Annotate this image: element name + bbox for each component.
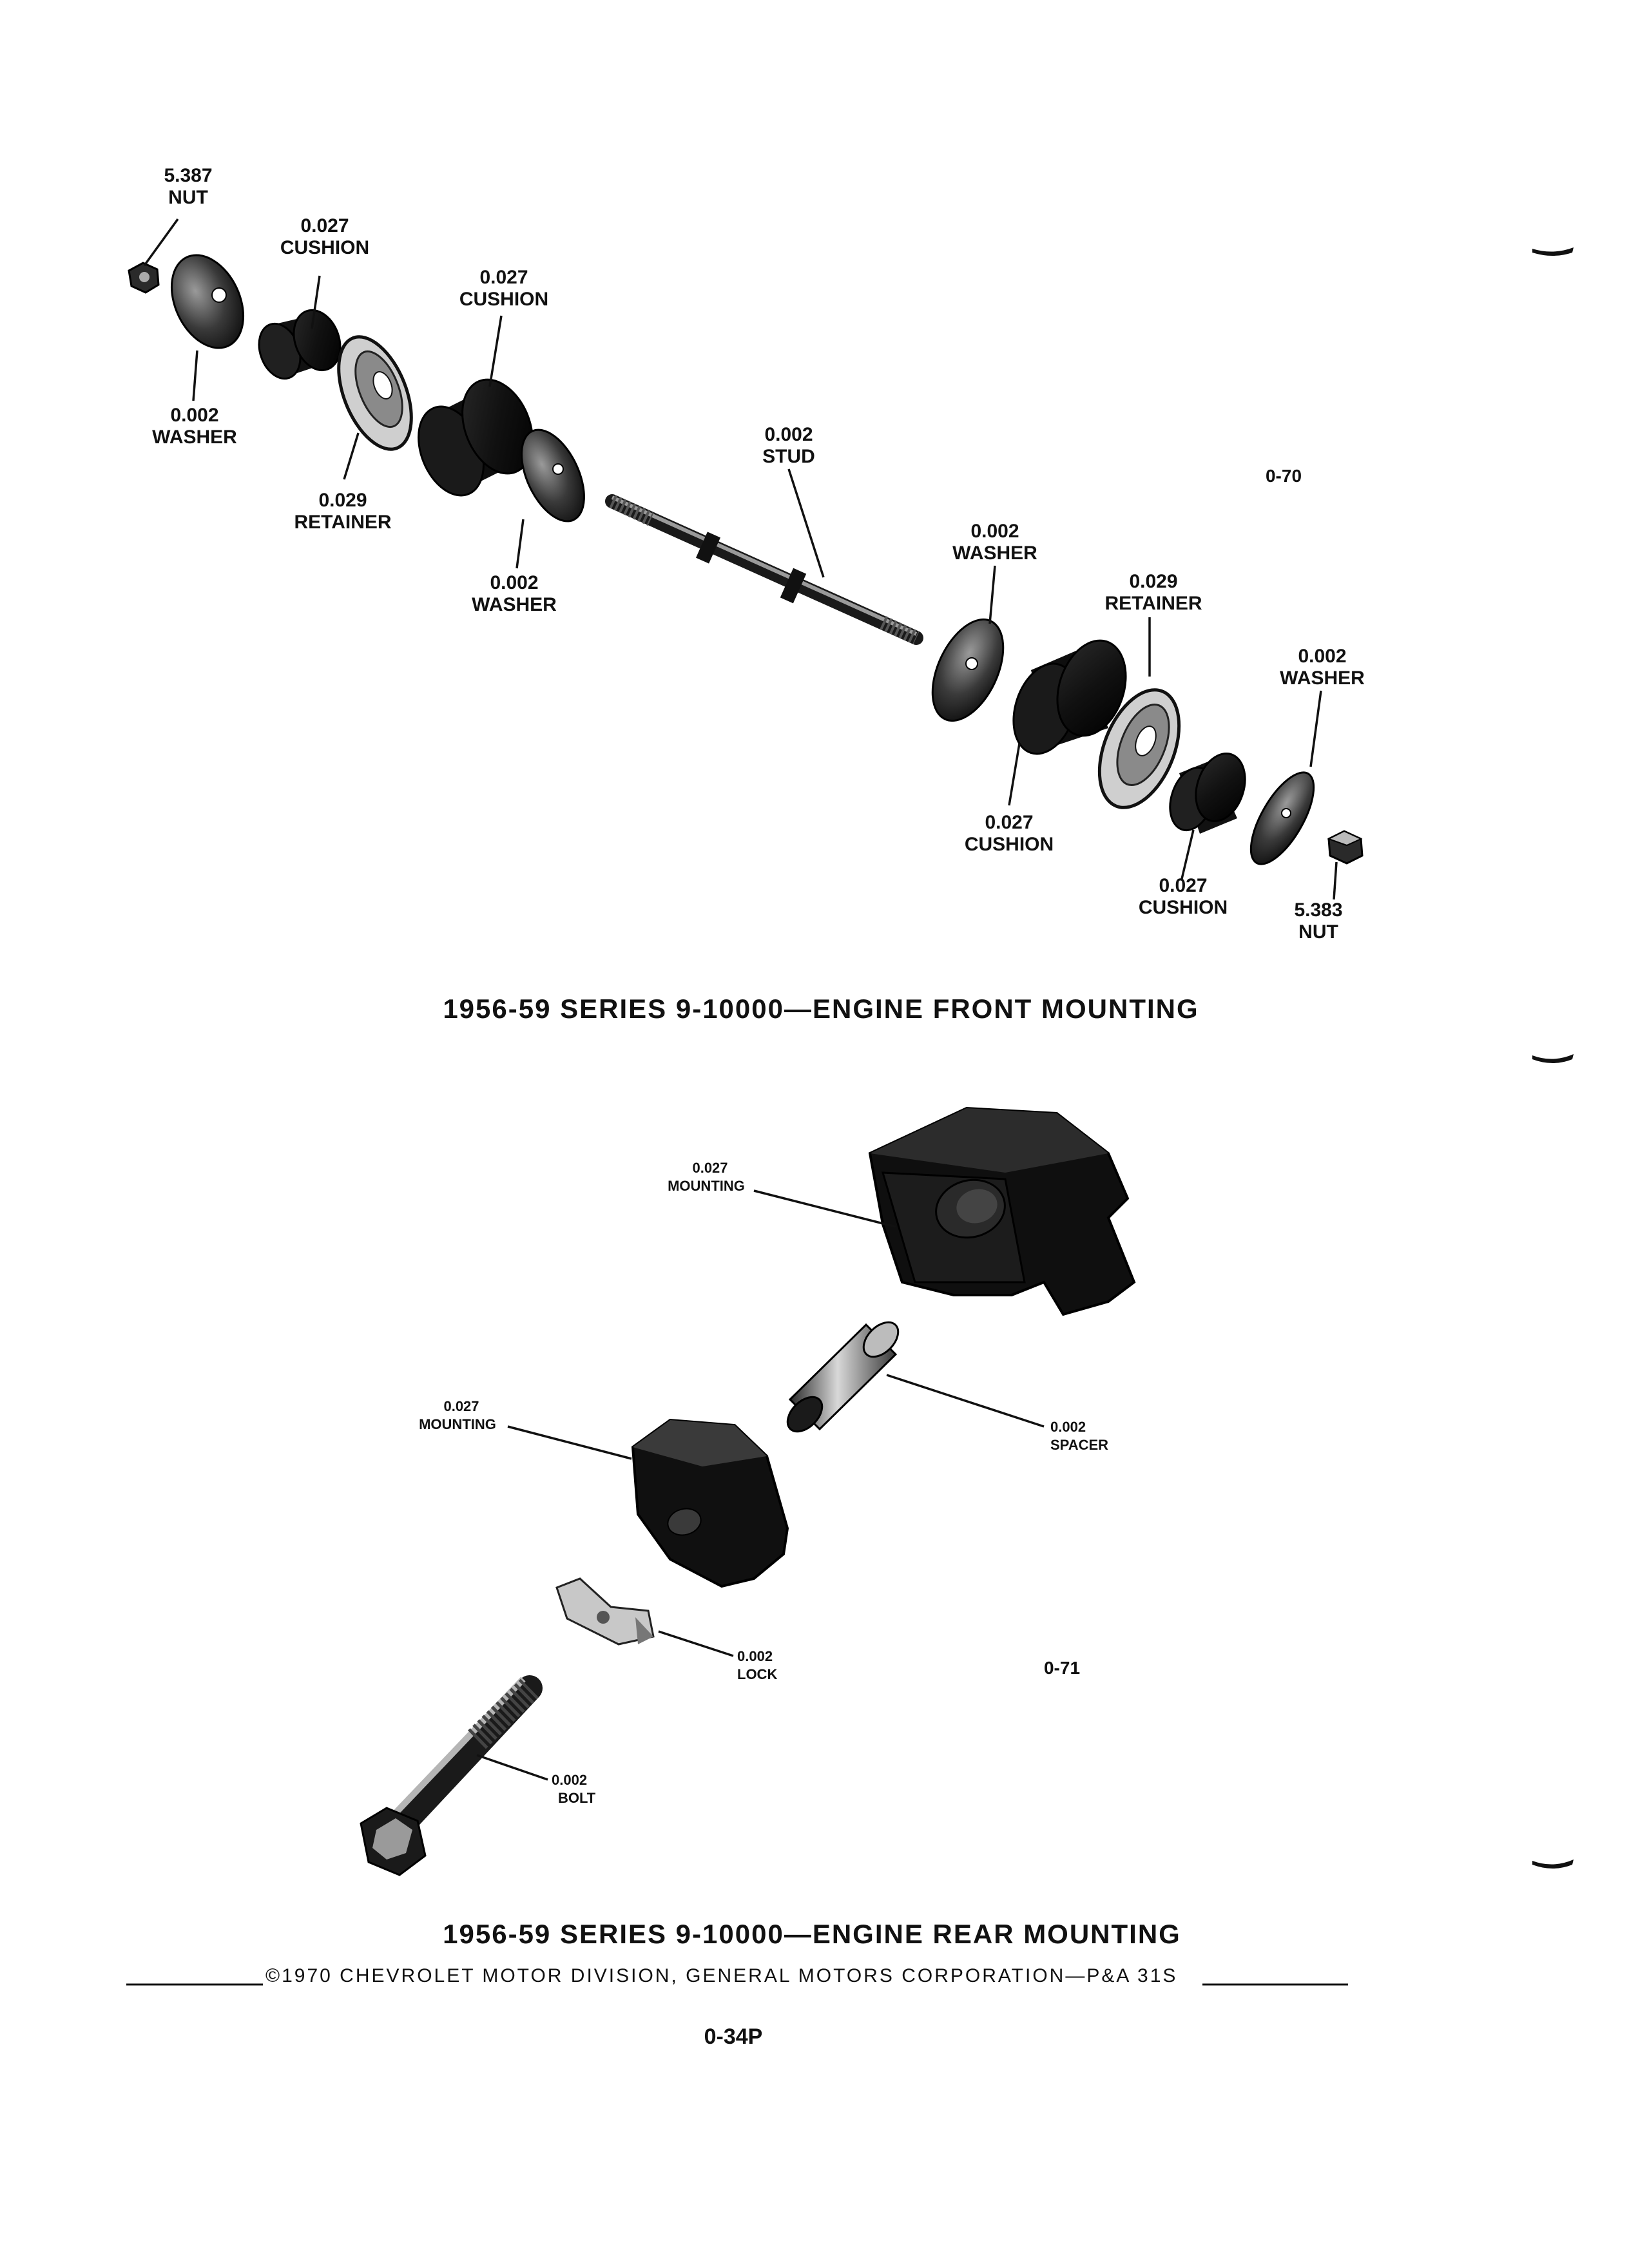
margin-marks [1532,247,1574,1869]
rear-leader-lines [476,1189,1045,1781]
mounting-upper-part [868,1106,1136,1316]
callout-mounting-upper-name: MOUNTING [668,1178,745,1194]
callout-washer-left-inner-name: WASHER [472,594,557,615]
callout-stud-number: 0.002 [764,424,813,445]
washer-right-inner-part [931,618,1005,722]
callout-washer-left-inner-number: 0.002 [490,572,538,593]
callout-mounting-upper-number: 0.027 [692,1160,728,1176]
bolt-part [360,1675,543,1876]
callout-cushion-right-small-number: 0.027 [1159,875,1207,896]
rear-mounting-title: 1956-59 SERIES 9-10000—ENGINE REAR MOUNT… [443,1919,1181,1949]
footer-copyright: ©1970 CHEVROLET MOTOR DIVISION, GENERAL … [265,1965,1177,1986]
callout-cushion-left-small-name: CUSHION [280,237,369,258]
callout-cushion-right-large-name: CUSHION [965,834,1054,855]
callout-washer-right-inner-number: 0.002 [970,521,1019,542]
front-leader-lines [143,218,1338,900]
front-mounting-illustration [128,218,1364,900]
callout-mounting-lower-name: MOUNTING [419,1416,496,1432]
callout-washer-right-inner-name: WASHER [952,543,1037,564]
footer: ©1970 CHEVROLET MOTOR DIVISION, GENERAL … [126,1965,1348,2049]
callout-stud-name: STUD [762,446,815,467]
callout-cushion-left-small-number: 0.027 [300,215,349,236]
callout-cushion-right-small-name: CUSHION [1139,897,1228,918]
callout-lock-number: 0.002 [737,1648,773,1664]
front-mounting-title: 1956-59 SERIES 9-10000—ENGINE FRONT MOUN… [443,994,1199,1024]
callout-retainer-right-name: RETAINER [1104,593,1202,614]
cushion-right-large-part [1012,639,1127,755]
callout-retainer-left-number: 0.029 [318,490,367,511]
rear-callout-labels: 0.027 MOUNTING 0.027 MOUNTING 0.002 SPAC… [419,1160,1108,1806]
callout-spacer-number: 0.002 [1050,1419,1086,1435]
callout-bolt-number: 0.002 [552,1772,587,1788]
front-figure-number: 0-70 [1266,466,1302,486]
washer-right-outer-part [1249,771,1315,865]
callout-spacer-name: SPACER [1050,1437,1108,1453]
cushion-left-large-part [418,378,534,497]
front-callout-labels: 5.387 NUT 0.027 CUSHION 0.027 CUSHION 0.… [152,165,1365,943]
callout-cushion-right-large-number: 0.027 [985,812,1033,833]
callout-washer-left-outer-name: WASHER [152,427,237,448]
callout-washer-right-outer-name: WASHER [1280,668,1365,689]
stud-part [605,494,923,645]
page-number: 0-34P [704,2024,763,2049]
callout-nut-right-name: NUT [1298,921,1338,943]
nut-left-part [128,262,160,294]
rear-mounting-illustration [360,1106,1136,1876]
callout-nut-left-name: NUT [168,187,208,208]
cushion-right-small-part [1169,752,1246,834]
washer-left-outer-part [170,254,245,349]
callout-cushion-left-large-number: 0.027 [479,267,528,288]
callout-bolt-name: BOLT [558,1790,596,1806]
callout-mounting-lower-number: 0.027 [443,1398,479,1414]
rear-figure-number: 0-71 [1044,1658,1080,1678]
nut-right-part [1327,830,1364,865]
mounting-lower-part [631,1418,789,1588]
callout-lock-name: LOCK [737,1666,777,1682]
callout-retainer-right-number: 0.029 [1129,571,1177,592]
cushion-left-small-part [258,309,342,380]
callout-nut-right-number: 5.383 [1294,899,1342,921]
callout-nut-left-number: 5.387 [164,165,212,186]
callout-washer-right-outer-number: 0.002 [1298,646,1346,667]
callout-cushion-left-large-name: CUSHION [459,289,548,310]
lock-part [555,1577,655,1646]
callout-retainer-left-name: RETAINER [294,512,391,533]
retainer-left-part [337,335,413,451]
spacer-part [786,1321,900,1433]
retainer-right-part [1097,688,1181,809]
washer-left-inner-part [521,428,585,523]
callout-washer-left-outer-number: 0.002 [170,405,218,426]
